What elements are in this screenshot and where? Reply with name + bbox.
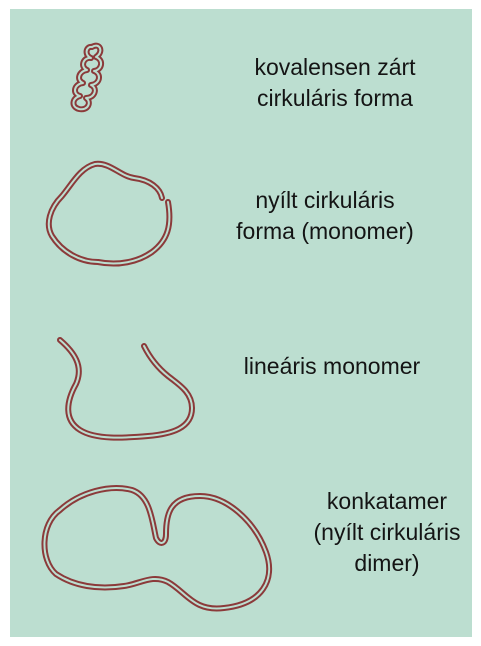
- linear-dna-shape: [60, 340, 192, 438]
- label-concatemer: konkatamer (nyílt cirkuláris dimer): [292, 486, 481, 579]
- label-line: nyílt cirkuláris: [200, 185, 450, 216]
- label-open-circular-form: nyílt cirkuláris forma (monomer): [200, 185, 450, 247]
- concatemer-dna-shape: [44, 488, 269, 608]
- label-line: kovalensen zárt: [220, 52, 450, 83]
- supercoiled-dna-shape: [73, 46, 101, 110]
- label-line: lineáris monomer: [222, 351, 442, 382]
- label-line: konkatamer: [292, 486, 481, 517]
- open-circular-dna-shape: [49, 164, 170, 264]
- label-linear-monomer: lineáris monomer: [222, 351, 442, 382]
- label-supercoiled-form: kovalensen zárt cirkuláris forma: [220, 52, 450, 114]
- label-line: dimer): [292, 548, 481, 579]
- label-line: forma (monomer): [200, 216, 450, 247]
- label-line: cirkuláris forma: [220, 83, 450, 114]
- label-line: (nyílt cirkuláris: [292, 517, 481, 548]
